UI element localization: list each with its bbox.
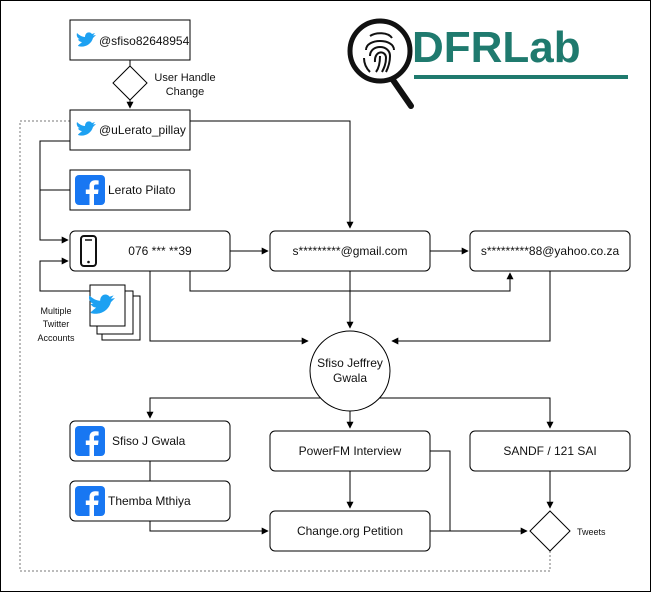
connectors: [39, 60, 554, 535]
node-phone: 076 *** **39: [69, 230, 231, 272]
multiple-twitter-line2: Twitter: [43, 319, 70, 329]
powerfm-label: PowerFM Interview: [299, 444, 402, 458]
phone-icon: [80, 235, 97, 267]
node-fb-sfiso: Sfiso J Gwala: [69, 420, 231, 462]
new-handle-label: @uLerato_pillay: [99, 123, 186, 137]
dotted-boundary: [19, 120, 551, 572]
node-tweets: Tweets: [529, 510, 606, 552]
person-line2: Gwala: [333, 371, 367, 385]
node-petition: Change.org Petition: [269, 510, 431, 552]
fb-lerato-label: Lerato Pilato: [108, 183, 176, 197]
sandf-label: SANDF / 121 SAI: [503, 444, 596, 458]
facebook-icon: [75, 426, 105, 457]
dfrlab-logo: DFRLab: [347, 18, 628, 109]
dfrlab-logo-text: DFRLab: [412, 23, 581, 72]
fb-themba-label: Themba Mthiya: [108, 494, 191, 508]
petition-label: Change.org Petition: [297, 524, 403, 538]
node-yahoo: s*********88@yahoo.co.za: [469, 230, 631, 272]
node-fb-themba: Themba Mthiya: [69, 480, 231, 522]
node-new-handle: @uLerato_pillay: [69, 109, 191, 151]
fingerprint-magnifier-icon: [347, 18, 414, 109]
node-person: Sfiso Jeffrey Gwala: [309, 330, 391, 412]
node-multiple-twitter: Multiple Twitter Accounts: [37, 284, 141, 343]
node-gmail: s*********@gmail.com: [269, 230, 431, 272]
facebook-icon: [75, 175, 105, 206]
phone-label: 076 *** **39: [128, 244, 192, 258]
multiple-twitter-line1: Multiple: [40, 306, 71, 316]
handle-change-line2: Change: [166, 86, 205, 98]
multiple-twitter-line3: Accounts: [37, 333, 75, 343]
node-old-handle: @sfiso82648954: [69, 19, 191, 61]
fb-sfiso-label: Sfiso J Gwala: [112, 434, 186, 448]
old-handle-label: @sfiso82648954: [99, 34, 190, 48]
tweets-label: Tweets: [577, 527, 606, 537]
node-sandf: SANDF / 121 SAI: [469, 430, 631, 472]
node-powerfm: PowerFM Interview: [269, 430, 431, 472]
node-handle-change: User Handle Change: [112, 65, 216, 101]
handle-change-line1: User Handle: [154, 72, 215, 84]
gmail-label: s*********@gmail.com: [293, 244, 408, 258]
person-line1: Sfiso Jeffrey: [317, 356, 383, 370]
node-fb-lerato: Lerato Pilato: [69, 169, 191, 211]
yahoo-label: s*********88@yahoo.co.za: [481, 244, 620, 258]
facebook-icon: [75, 486, 105, 517]
